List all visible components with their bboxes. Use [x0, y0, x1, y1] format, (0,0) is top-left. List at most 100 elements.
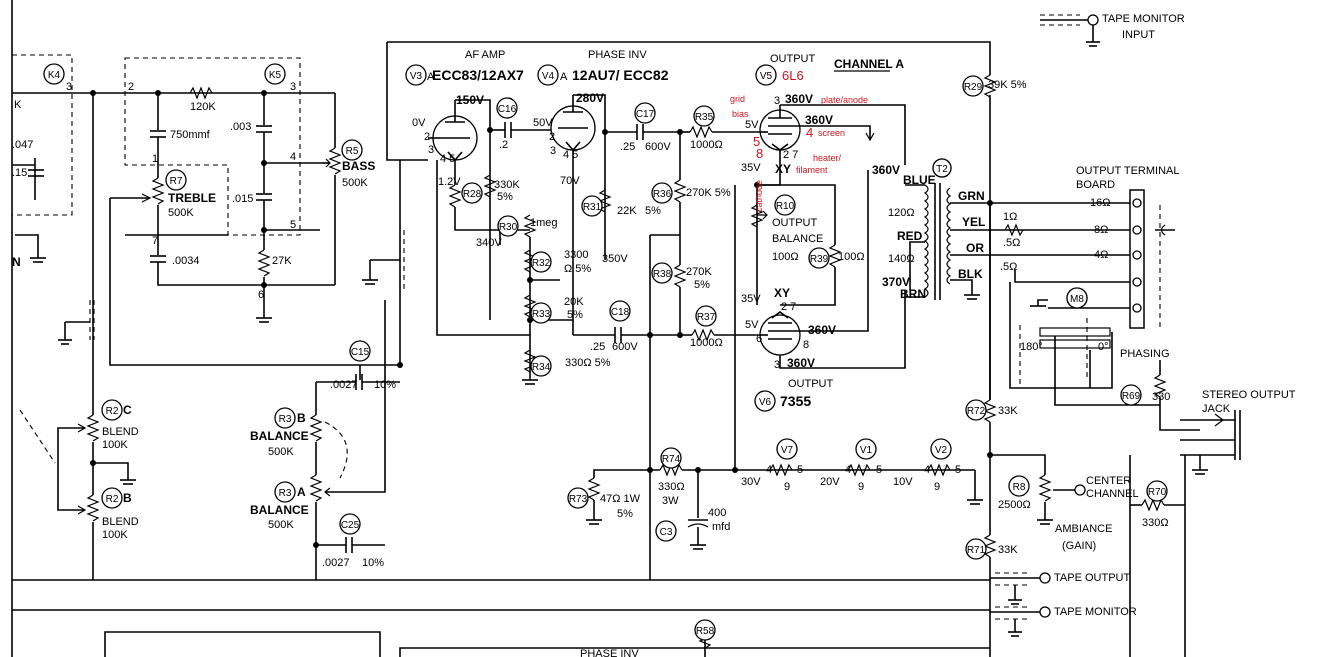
label-v4-type: 12AU7/ ECC82 [572, 67, 669, 83]
stereo-output-jack [1180, 410, 1241, 475]
ref-r32: R32 [532, 258, 551, 269]
ref-r7: R7 [170, 176, 183, 187]
label-360vc: 360V [872, 163, 900, 177]
label-channel: CHANNEL [1086, 488, 1139, 500]
label-v6-type: 7355 [780, 393, 811, 409]
label-r100a: 100Ω [772, 251, 799, 263]
label-360vb: 360V [805, 113, 833, 127]
ref-k5: K5 [269, 70, 282, 81]
label-r330e: 330Ω [658, 481, 685, 493]
output-terminal-board [1009, 189, 1200, 431]
label-v3-type: ECC83/12AX7 [432, 67, 524, 83]
label-blend2: BLEND [102, 516, 139, 528]
label-h9c: 9 [934, 481, 940, 493]
ref-r3b: R3 [279, 414, 292, 425]
label-pins27b: 2 7 [781, 301, 796, 313]
label-350v: 350V [602, 253, 628, 265]
label-filament: filament [796, 165, 828, 175]
label-0v: 0V [412, 117, 426, 129]
label-tape-mon-in: TAPE MONITOR [1102, 13, 1185, 25]
ref-r2c: R2 [106, 406, 119, 417]
pin-v6-3: 3 [774, 359, 780, 371]
ref-r74: R74 [662, 454, 681, 465]
label-3w: 3W [662, 495, 679, 507]
label-pct5: 5% [497, 191, 513, 203]
pin-k5-2: 2 [128, 81, 134, 93]
ref-r28: R28 [463, 189, 482, 200]
label-phasing: PHASING [1120, 348, 1170, 360]
label-c25b: .25 [590, 341, 605, 353]
label-out-term: OUTPUT TERMINAL [1076, 165, 1180, 177]
pin-k5-5: 5 [290, 219, 296, 231]
label-cathode: cathode [754, 180, 764, 212]
grid-resistors [673, 125, 760, 342]
label-red: RED [897, 229, 923, 243]
label-r270k2: 270K [686, 266, 712, 278]
pin-v1-4: 4 [845, 464, 851, 476]
ref-r69: R69 [1122, 391, 1141, 402]
label-600va: 600V [645, 141, 671, 153]
label-35va: 35V [741, 162, 761, 174]
label-output-bal: OUTPUT [772, 217, 818, 229]
center-channel-section [983, 399, 1186, 657]
ref-r58: R58 [696, 626, 715, 637]
v5-output-tube [750, 104, 906, 306]
label-r1meg: 1meg [530, 217, 558, 229]
label-tape-mon: TAPE MONITOR [1054, 606, 1137, 618]
ref-v1: V1 [860, 445, 873, 456]
label-h9a: 9 [784, 481, 790, 493]
pin-v4-45: 4 5 [563, 149, 578, 161]
label-20v: 20V [820, 476, 840, 488]
label-35vb: 35V [741, 293, 761, 305]
label-blend-val: 100K [102, 439, 128, 451]
label-360ve: 360V [787, 356, 815, 370]
ref-v5: V5 [760, 71, 773, 82]
ref-v7: V7 [781, 445, 794, 456]
pin-v2-4: 4 [924, 464, 930, 476]
label-screen: screen [818, 128, 845, 138]
label-10v: 10V [893, 476, 913, 488]
label-center: CENTER [1086, 475, 1131, 487]
tape-jacks [990, 14, 1100, 637]
pin-v3-3: 3 [428, 144, 434, 156]
pin-k5-1: 1 [152, 153, 158, 165]
label-r140: 140Ω [888, 253, 915, 265]
ref-r73: R73 [569, 494, 588, 505]
label-bass: BASS [342, 159, 375, 173]
label-5va: 5V [745, 119, 759, 131]
pin-k5-6: 6 [258, 289, 264, 301]
component-labels: K .047 .15 N 3 2 3 1 4 5 7 6 120K 750mmf… [12, 13, 1296, 657]
heater-chain [399, 463, 990, 657]
label-brn: BRN [900, 287, 926, 301]
ref-r72: R72 [967, 406, 986, 417]
label-r120k: 120K [190, 101, 216, 113]
ref-v2: V2 [935, 445, 948, 456]
label-blend-b: B [123, 491, 132, 505]
label-5vb: 5V [745, 319, 759, 331]
label-r270k: 270K 5% [686, 187, 731, 199]
label-phase-inv: PHASE INV [588, 49, 647, 61]
label-ambiance: AMBIANCE [1055, 523, 1112, 535]
label-or: OR [966, 241, 984, 255]
label-50v: 50V [533, 117, 553, 129]
label-blend: BLEND [102, 426, 139, 438]
label-c0034: .0034 [172, 255, 200, 267]
ref-r30: R30 [499, 222, 518, 233]
pin-v1-5: 5 [876, 464, 882, 476]
label-12v: 1.2V [438, 176, 461, 188]
label-h9b: 9 [858, 481, 864, 493]
label-c15: .15 [12, 167, 27, 179]
ref-v3: V3 [410, 71, 423, 82]
label-bass-val: 500K [342, 177, 368, 189]
ref-k4: K4 [48, 70, 61, 81]
ref-r5: R5 [346, 146, 359, 157]
label-r47: 47Ω 1W [600, 493, 641, 505]
t2-transformer [905, 158, 1130, 400]
label-blend-c: C [123, 403, 132, 417]
ref-c15: C15 [351, 347, 370, 358]
label-r1000b: 1000Ω [690, 337, 723, 349]
pin-k4-3: 3 [66, 81, 72, 93]
label-360va: 360V [785, 92, 813, 106]
label-r1000a: 1000Ω [690, 139, 723, 151]
